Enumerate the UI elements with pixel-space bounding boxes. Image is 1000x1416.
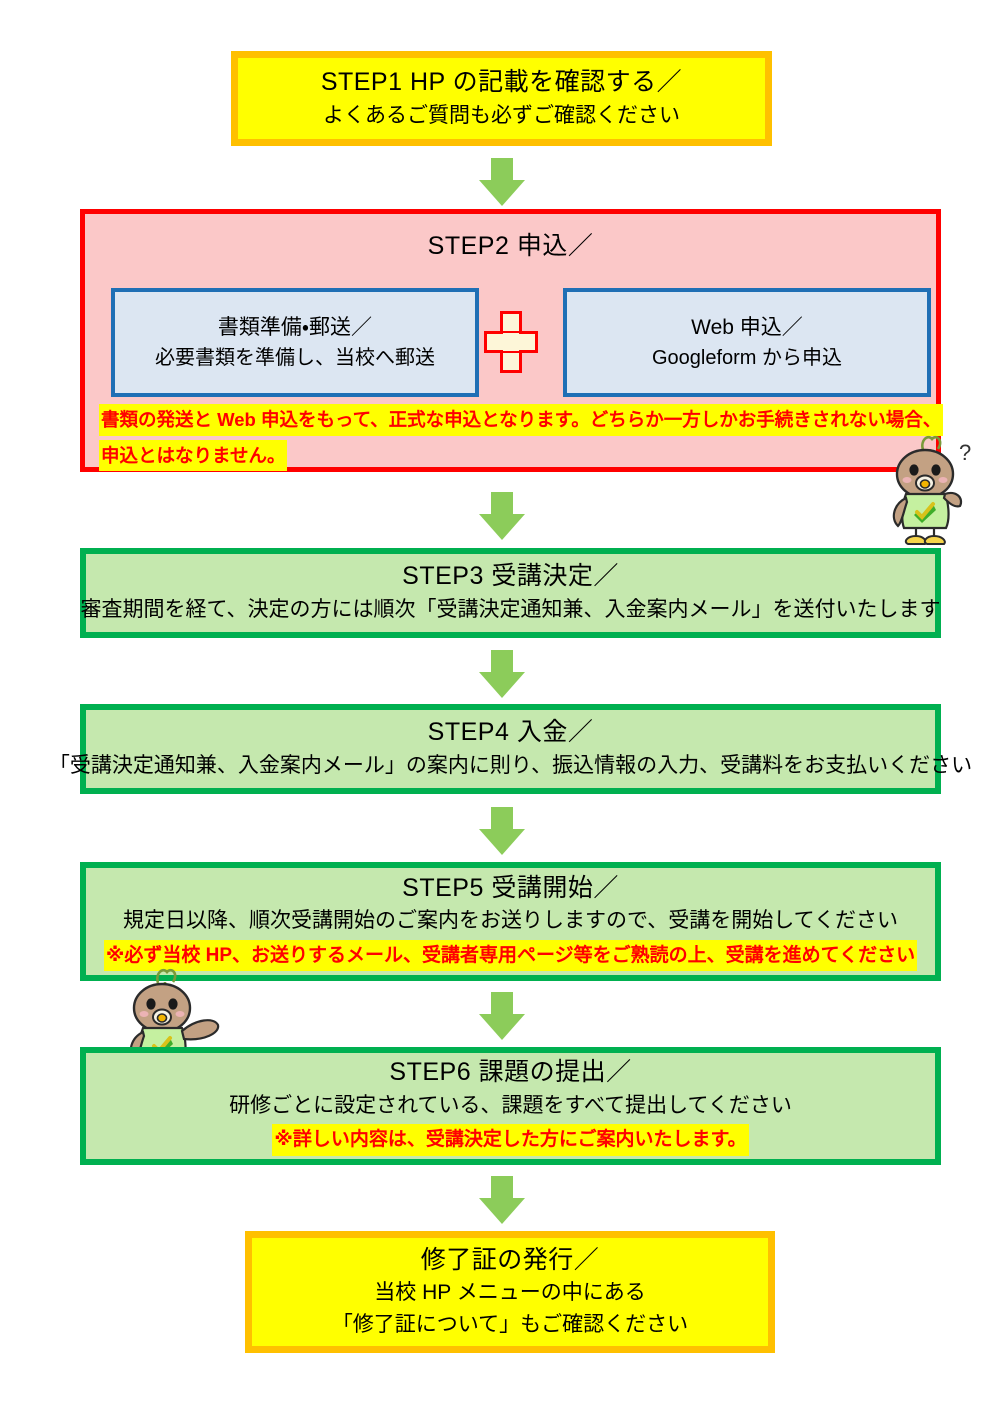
down-arrow-2	[479, 492, 525, 540]
down-arrow-5	[479, 992, 525, 1040]
step2-left-title: 書類準備・郵送／	[217, 315, 373, 339]
plus-icon	[484, 311, 538, 373]
step1-box: STEP1 HP の記載を確認する／ よくあるご質問も必ずご確認ください	[231, 51, 772, 146]
step5-detail: 規定日以降、順次受講開始のご案内をお送りしますので、受講を開始してください	[123, 909, 898, 933]
step2-warning-line2: 申込とはなりません。	[99, 439, 288, 472]
arrow-head	[479, 514, 525, 540]
step2-warning: 書類の発送と Web 申込をもって、正式な申込となります。どちらか一方しかお手続…	[99, 404, 944, 472]
step2-right-box: Web 申込／ Googleform から申込	[563, 288, 931, 397]
step2-left-detail: 必要書類を準備し、当校へ郵送	[155, 347, 435, 370]
arrow-head	[479, 1014, 525, 1040]
step2-left-box: 書類準備・郵送／ 必要書類を準備し、当校へ郵送	[111, 288, 479, 397]
down-arrow-1	[479, 158, 525, 206]
final-detail-1: 当校 HP メニューの中にある	[374, 1281, 646, 1305]
final-box: 修了証の発行／ 当校 HP メニューの中にある 「修了証について」もご確認くださ…	[245, 1231, 775, 1353]
step6-title: STEP6 課題の提出／	[389, 1058, 632, 1087]
step6-note-row: ※詳しい内容は、受講決定した方にご案内いたします。	[272, 1124, 749, 1156]
step5-box: STEP5 受講開始／ 規定日以降、順次受講開始のご案内をお送りしますので、受講…	[80, 862, 941, 981]
step3-title: STEP3 受講決定／	[402, 562, 619, 591]
step2-warning-line1: 書類の発送と Web 申込をもって、正式な申込となります。どちらか一方しかお手続…	[99, 404, 944, 436]
svg-text:?: ?	[959, 440, 971, 465]
step5-note: ※必ず当校 HP、お送りするメール、受講者専用ページ等をご熟読の上、受講を進めて…	[103, 939, 918, 972]
step4-title: STEP4 入金／	[427, 718, 594, 747]
step2-title: STEP2 申込／	[427, 232, 594, 260]
arrow-head	[479, 180, 525, 206]
plus-join-h	[501, 334, 521, 350]
step2-warning-row1: 書類の発送と Web 申込をもって、正式な申込となります。どちらか一方しかお手続…	[99, 404, 944, 436]
step5-title: STEP5 受講開始／	[402, 873, 619, 902]
step1-title: STEP1 HP の記載を確認する／	[320, 67, 683, 96]
step2-box: STEP2 申込／ 書類準備・郵送／ 必要書類を準備し、当校へ郵送 Web 申込…	[80, 209, 944, 472]
step4-detail: 「受講決定通知兼、入金案内メール」の案内に則り、振込情報の入力、受講料をお支払い…	[48, 754, 973, 778]
step3-box: STEP3 受講決定／ 審査期間を経て、決定の方には順次「受講決定通知兼、入金案…	[80, 548, 941, 638]
arrow-shaft	[491, 650, 513, 674]
step1-detail: よくあるご質問も必ずご確認ください	[323, 103, 680, 127]
down-arrow-3	[479, 650, 525, 698]
step6-note: ※詳しい内容は、受講決定した方にご案内いたします。	[272, 1124, 749, 1156]
arrow-shaft	[491, 807, 513, 831]
arrow-head	[479, 1198, 525, 1224]
bird-mascot-question: ?	[876, 428, 984, 546]
step6-box: STEP6 課題の提出／ 研修ごとに設定されている、課題をすべて提出してください…	[80, 1047, 941, 1165]
step5-note-row: ※必ず当校 HP、お送りするメール、受講者専用ページ等をご熟読の上、受講を進めて…	[103, 939, 918, 972]
step4-box: STEP4 入金／ 「受講決定通知兼、入金案内メール」の案内に則り、振込情報の入…	[49, 704, 972, 794]
down-arrow-6	[479, 1176, 525, 1224]
final-detail-2: 「修了証について」もご確認ください	[331, 1312, 689, 1336]
step2-right-title: Web 申込／	[691, 315, 803, 339]
arrow-shaft	[491, 1176, 513, 1200]
step2-right-detail: Googleform から申込	[651, 347, 843, 370]
step3-detail: 審査期間を経て、決定の方には順次「受講決定通知兼、入金案内メール」を送付いたしま…	[80, 598, 941, 622]
arrow-shaft	[491, 492, 513, 516]
step6-detail: 研修ごとに設定されている、課題をすべて提出してください	[229, 1093, 792, 1117]
step2-warning-row2: 申込とはなりません。	[99, 439, 922, 472]
arrow-shaft	[491, 158, 513, 182]
arrow-head	[479, 829, 525, 855]
final-title: 修了証の発行／	[420, 1245, 600, 1274]
arrow-shaft	[491, 992, 513, 1016]
down-arrow-4	[479, 807, 525, 855]
arrow-head	[479, 672, 525, 698]
